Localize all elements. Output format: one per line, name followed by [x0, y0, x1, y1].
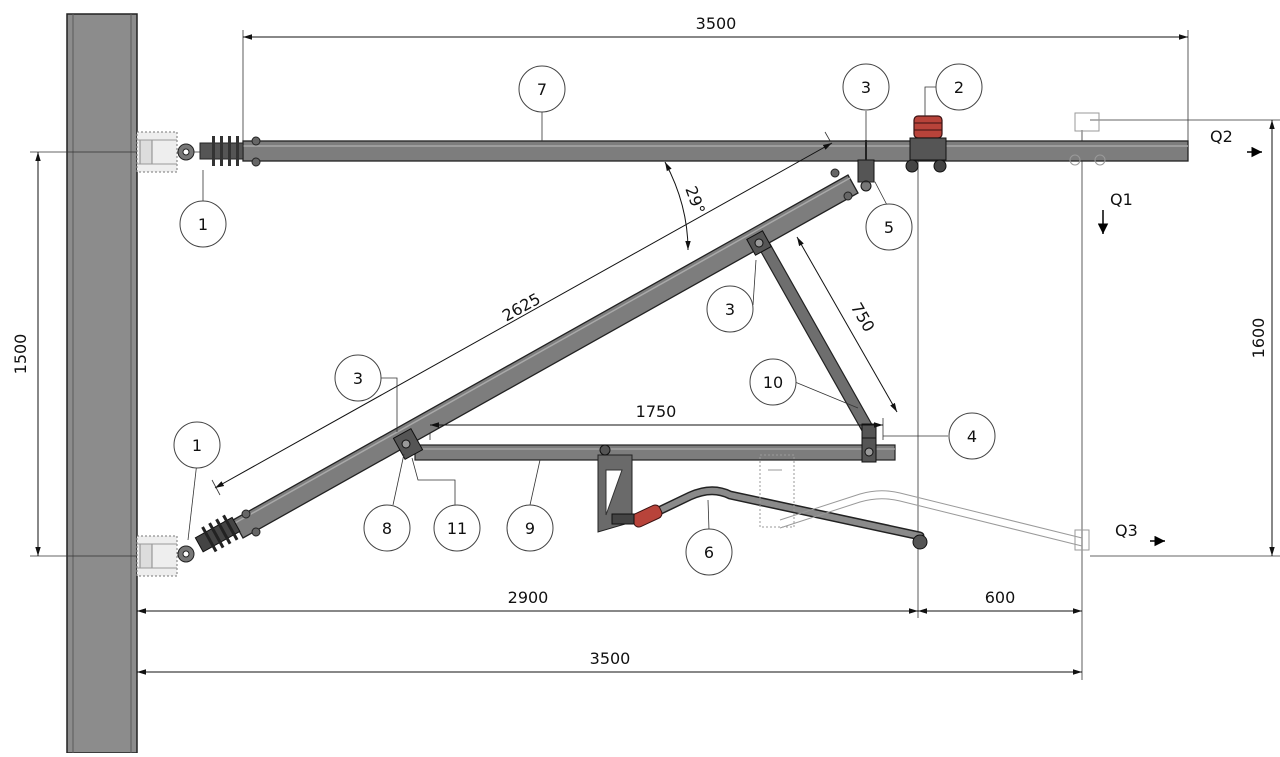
svg-text:4: 4 — [967, 427, 977, 446]
callout-4: 4 — [948, 412, 996, 460]
callout-7: 7 — [518, 65, 566, 113]
svg-text:7: 7 — [537, 80, 547, 99]
svg-text:11: 11 — [447, 519, 467, 538]
callout-1-bottom: 1 — [173, 421, 221, 469]
callout-6: 6 — [685, 528, 733, 576]
top-hinge-bracket — [136, 131, 178, 173]
dim-lower-1750: 1750 — [636, 402, 677, 421]
dim-brace-2625: 2625 — [499, 289, 544, 325]
svg-text:3: 3 — [353, 369, 363, 388]
svg-text:9: 9 — [525, 519, 535, 538]
svg-text:10: 10 — [763, 373, 783, 392]
callout-8: 8 — [363, 504, 411, 552]
svg-text:3: 3 — [725, 300, 735, 319]
svg-text:8: 8 — [382, 519, 392, 538]
dim-top-3500: 3500 — [696, 14, 737, 33]
svg-text:1: 1 — [192, 436, 202, 455]
svg-text:5: 5 — [884, 218, 894, 237]
dim-angle-29: 29° — [681, 184, 709, 217]
callout-1-top: 1 — [179, 200, 227, 248]
bottom-hinge-bracket — [136, 535, 178, 577]
registration-tube — [392, 427, 896, 463]
dim-bottom-2900: 2900 — [508, 588, 549, 607]
svg-text:1: 1 — [198, 215, 208, 234]
load-q1: Q1 — [1110, 190, 1133, 209]
mast — [66, 13, 138, 754]
callout-5: 5 — [865, 203, 913, 251]
dim-bottom-3500: 3500 — [590, 649, 631, 668]
dimension-lines — [35, 34, 1275, 675]
steady-arm-assembly — [597, 444, 928, 550]
callout-11: 11 — [433, 504, 481, 552]
messenger-support-tube — [177, 136, 1189, 167]
callout-2: 2 — [935, 63, 983, 111]
svg-text:2: 2 — [954, 78, 964, 97]
dim-stay-750: 750 — [847, 299, 879, 335]
dim-vertical-1600: 1600 — [1249, 318, 1268, 359]
callout-3-left: 3 — [334, 354, 382, 402]
load-q3: Q3 — [1115, 521, 1138, 540]
dim-bottom-600: 600 — [985, 588, 1016, 607]
callout-10: 10 — [749, 358, 797, 406]
dim-vertical-1500: 1500 — [11, 334, 30, 375]
callout-leaders — [187, 86, 948, 541]
svg-text:3: 3 — [861, 78, 871, 97]
load-arrows — [1097, 146, 1262, 547]
messenger-clamp — [905, 115, 947, 173]
svg-text:6: 6 — [704, 543, 714, 562]
extension-lines — [30, 30, 1280, 680]
load-q2: Q2 — [1210, 127, 1233, 146]
callout-9: 9 — [506, 504, 554, 552]
callout-3-mid: 3 — [706, 285, 754, 333]
callout-3-top: 3 — [842, 63, 890, 111]
